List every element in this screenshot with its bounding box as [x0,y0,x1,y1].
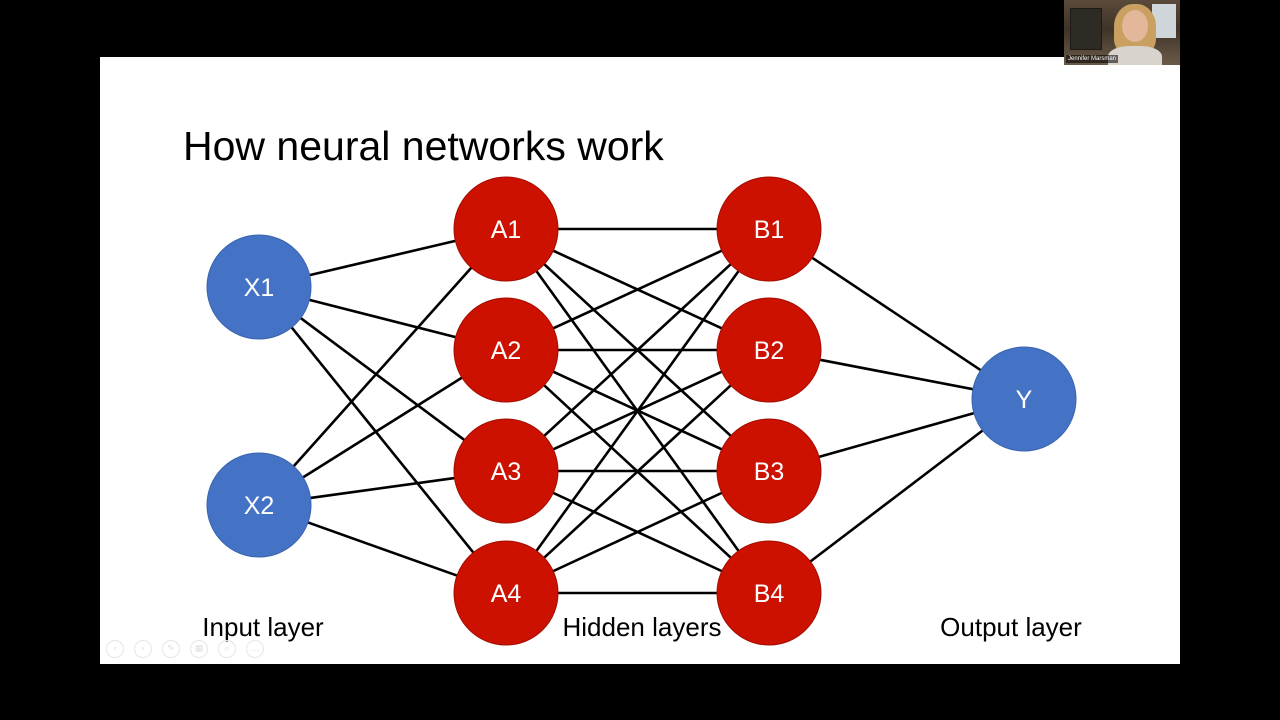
node-a3-circle [453,418,559,524]
presenter-body [1108,46,1162,65]
next-slide-icon[interactable]: › [134,640,152,658]
slide-title: How neural networks work [183,123,664,169]
node-x1: X1 [206,234,312,340]
node-a4-circle [453,540,559,646]
node-a3: A3 [453,418,559,524]
node-a4-label: A4 [491,580,522,608]
presenter-video: Jennifer Marsman [1064,0,1180,65]
pen-icon[interactable]: ✎ [162,640,180,658]
edge-b3-y [818,411,975,459]
node-b2: B2 [716,297,822,403]
node-a2: A2 [453,297,559,403]
presenter-face [1122,10,1148,42]
node-x2: X2 [206,452,312,558]
node-a1: A1 [453,176,559,282]
node-b1-circle [716,176,822,282]
edge-a3-b1 [543,263,732,437]
node-x1-label: X1 [244,274,275,302]
background-window [1152,4,1176,38]
node-a3-label: A3 [491,458,522,486]
node-y: Y [971,346,1077,452]
slide-controls: ‹ › ✎ ▦ ⌕ … [106,640,264,658]
bookshelf [1070,8,1102,50]
node-x1-circle [206,234,312,340]
edge-a4-b1 [535,270,740,552]
zoom-icon[interactable]: ⌕ [218,640,236,658]
node-b3-circle [716,418,822,524]
edge-a4-b3 [552,491,723,573]
edge-a4-b2 [543,384,732,559]
hidden-layers-label: Hidden layers [563,612,722,642]
edge-b2-y [819,358,974,391]
node-b2-circle [716,297,822,403]
more-options-icon[interactable]: … [246,640,264,658]
edge-x1-a4 [290,326,475,554]
edge-x1-a3 [299,317,466,441]
previous-slide-icon[interactable]: ‹ [106,640,124,658]
node-b4: B4 [716,540,822,646]
node-b4-label: B4 [754,580,785,608]
edge-a2-b1 [552,249,723,330]
node-b1-label: B1 [754,216,785,244]
node-b2-label: B2 [754,337,785,365]
node-a2-circle [453,297,559,403]
edge-b4-y [809,429,984,563]
node-b3: B3 [716,418,822,524]
edge-x2-a2 [302,376,463,479]
edge-group [290,227,984,595]
node-y-label: Y [1016,386,1033,414]
input-layer-label: Input layer [202,612,324,642]
edge-x2-a3 [310,476,455,500]
edge-x1-a1 [309,239,456,277]
edge-x1-a2 [309,298,456,339]
edge-x2-a4 [307,521,458,577]
node-a1-label: A1 [491,216,522,244]
node-x2-circle [206,452,312,558]
node-x2-label: X2 [244,492,275,520]
slides-grid-icon[interactable]: ▦ [190,640,208,658]
edge-x2-a1 [292,266,473,468]
presenter-name: Jennifer Marsman [1066,55,1119,63]
node-a4: A4 [453,540,559,646]
edge-b1-y [811,256,982,372]
output-layer-label: Output layer [940,612,1082,642]
node-a2-label: A2 [491,337,522,365]
node-b1: B1 [716,176,822,282]
node-y-circle [971,346,1077,452]
node-b4-circle [716,540,822,646]
node-b3-label: B3 [754,458,785,486]
node-a1-circle [453,176,559,282]
